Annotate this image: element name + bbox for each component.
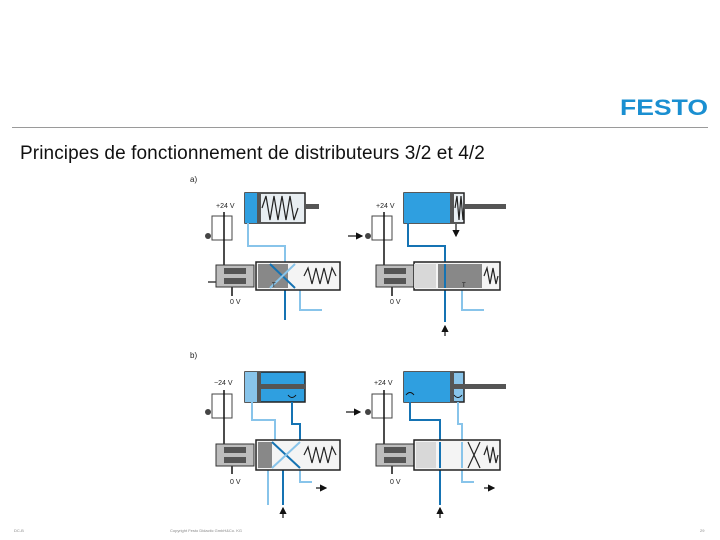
svg-text:T: T — [272, 283, 276, 289]
return-spring — [454, 195, 465, 221]
voltage-bottom-label: 0 V — [390, 479, 401, 486]
voltage-bottom-label: 0 V — [230, 299, 241, 306]
piston — [257, 372, 261, 402]
valve-spring — [483, 444, 499, 464]
switch-body — [371, 215, 393, 241]
title-rule — [12, 127, 708, 128]
piston — [450, 193, 454, 223]
piston — [257, 193, 261, 223]
footer-left: DC-B — [14, 528, 24, 533]
cylinder-chamber — [404, 372, 450, 402]
pushbutton-icon — [365, 233, 371, 239]
cylinder-chamber — [245, 193, 257, 223]
pushbutton-icon — [205, 233, 211, 239]
diagram-a-left: +24 V T 0 V — [205, 192, 341, 320]
svg-text:T: T — [462, 283, 466, 289]
diagram-b-right: +24 V 0 V — [346, 371, 506, 518]
voltage-top-label: +24 V — [216, 203, 235, 210]
switch-body — [211, 215, 233, 241]
switch-body — [371, 393, 393, 419]
cylinder-chamber — [245, 372, 257, 402]
diagram-b-left: −24 V 0 V — [205, 371, 341, 518]
voltage-top-label: +24 V — [376, 203, 395, 210]
return-spring — [261, 195, 299, 221]
voltage-bottom-label: 0 V — [390, 299, 401, 306]
switch-body — [211, 393, 233, 419]
valve-spring — [303, 445, 337, 464]
section-label-b: b) — [190, 351, 197, 360]
page-title: Principes de fonctionnement de distribut… — [20, 143, 485, 164]
valve-spring — [303, 266, 337, 285]
festo-logo-text: FESTO — [620, 96, 708, 118]
piston-rod — [261, 384, 305, 389]
piston — [450, 372, 454, 402]
diagram-a-right: +24 V T 0 V — [348, 192, 506, 336]
festo-logo: FESTO — [620, 96, 708, 118]
piston-rod — [454, 384, 506, 389]
pushbutton-icon — [365, 409, 371, 415]
cylinder-chamber — [404, 193, 450, 223]
section-label-a: a) — [190, 175, 197, 184]
piston-rod — [464, 204, 506, 209]
voltage-top-label: −24 V — [214, 380, 233, 387]
pushbutton-icon — [205, 409, 211, 415]
voltage-top-label: +24 V — [374, 380, 393, 387]
footer-page-number: 29 — [700, 528, 705, 533]
piston-rod — [305, 204, 319, 209]
voltage-bottom-label: 0 V — [230, 479, 241, 486]
valve-spring — [483, 265, 499, 285]
footer-center: Copyright Festo Didactic GmbH&Co. KG — [170, 528, 243, 533]
